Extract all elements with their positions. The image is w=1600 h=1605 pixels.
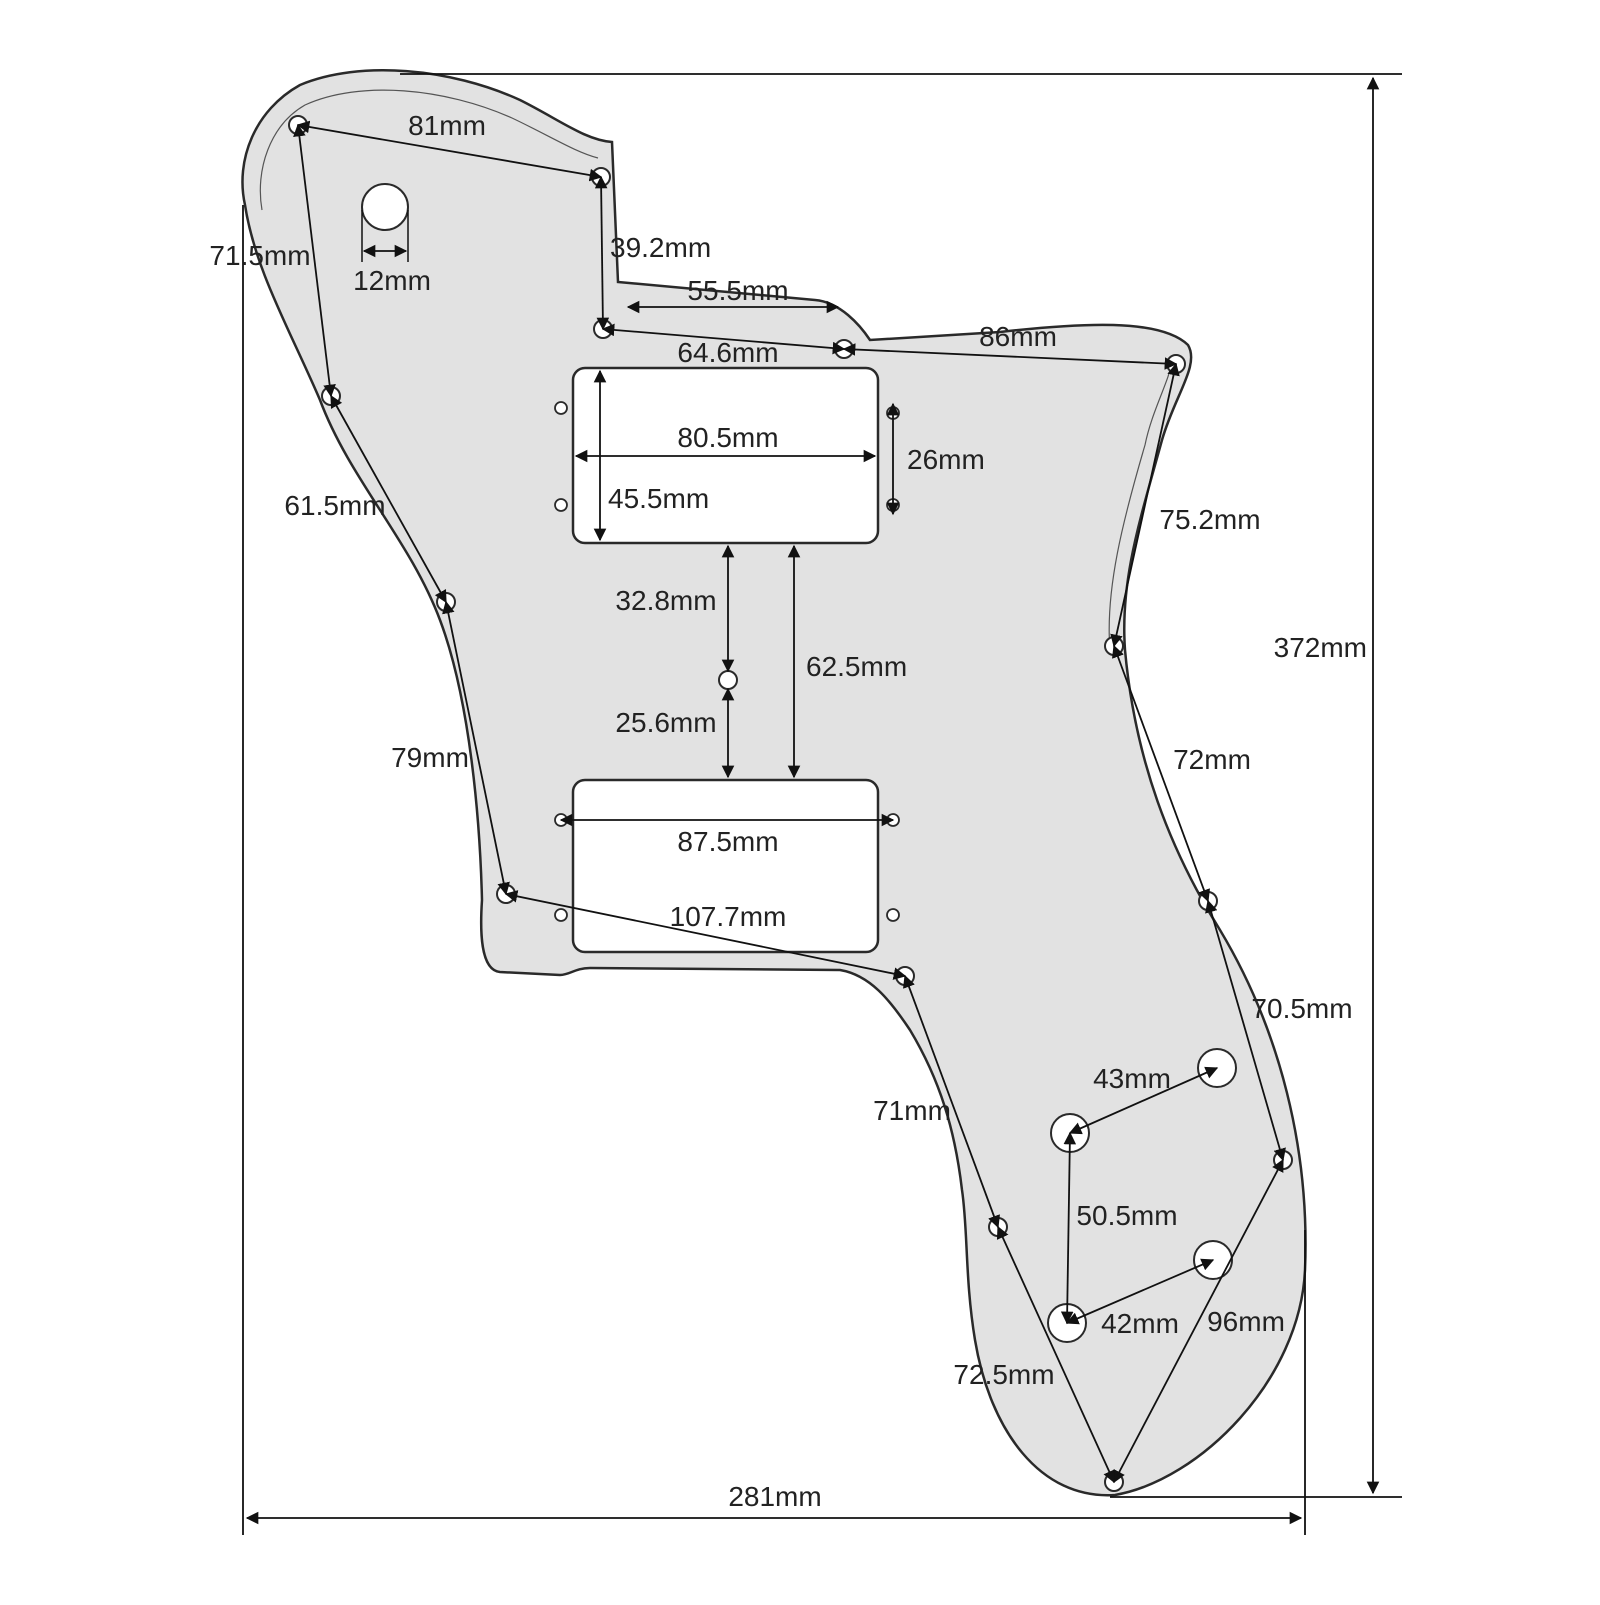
label-top-right-span: 86mm <box>979 321 1057 352</box>
label-neck-pickup-width: 80.5mm <box>677 422 778 453</box>
label-overall-height: 372mm <box>1274 632 1367 663</box>
label-right-lower: 70.5mm <box>1251 993 1352 1024</box>
label-left-lower: 79mm <box>391 742 469 773</box>
label-neck-pocket-side: 39.2mm <box>610 232 711 263</box>
label-right-upper: 75.2mm <box>1159 504 1260 535</box>
jack-hole <box>361 183 409 231</box>
label-overall-width: 281mm <box>728 1481 821 1512</box>
jack-hole-guides <box>361 210 409 262</box>
label-control-hole-c: 42mm <box>1101 1308 1179 1339</box>
label-pickup-gap: 32.8mm <box>615 585 716 616</box>
label-pickup-spacing: 62.5mm <box>806 651 907 682</box>
label-top-left-span: 81mm <box>408 110 486 141</box>
label-bottom-span: 107.7mm <box>670 901 787 932</box>
label-neck-cutout: 55.5mm <box>687 275 788 306</box>
label-neck-pickup-screws: 26mm <box>907 444 985 475</box>
label-neck-to-pickup: 64.6mm <box>677 337 778 368</box>
label-lower-left: 71mm <box>873 1095 951 1126</box>
label-left-upper: 71.5mm <box>209 240 310 271</box>
label-bridge-pickup-screws: 87.5mm <box>677 826 778 857</box>
label-neck-pickup-height: 45.5mm <box>608 483 709 514</box>
label-bottom-left: 72.5mm <box>953 1359 1054 1390</box>
overall-dimensions <box>242 73 1402 1535</box>
label-left-mid: 61.5mm <box>284 490 385 521</box>
label-center-to-bridge: 25.6mm <box>615 707 716 738</box>
dimension-arrows <box>293 120 1286 1484</box>
label-control-hole-b: 50.5mm <box>1076 1200 1177 1231</box>
label-bottom-right: 96mm <box>1207 1306 1285 1337</box>
label-control-hole-a: 43mm <box>1093 1063 1171 1094</box>
label-jack-hole: 12mm <box>353 265 431 296</box>
label-right-mid: 72mm <box>1173 744 1251 775</box>
